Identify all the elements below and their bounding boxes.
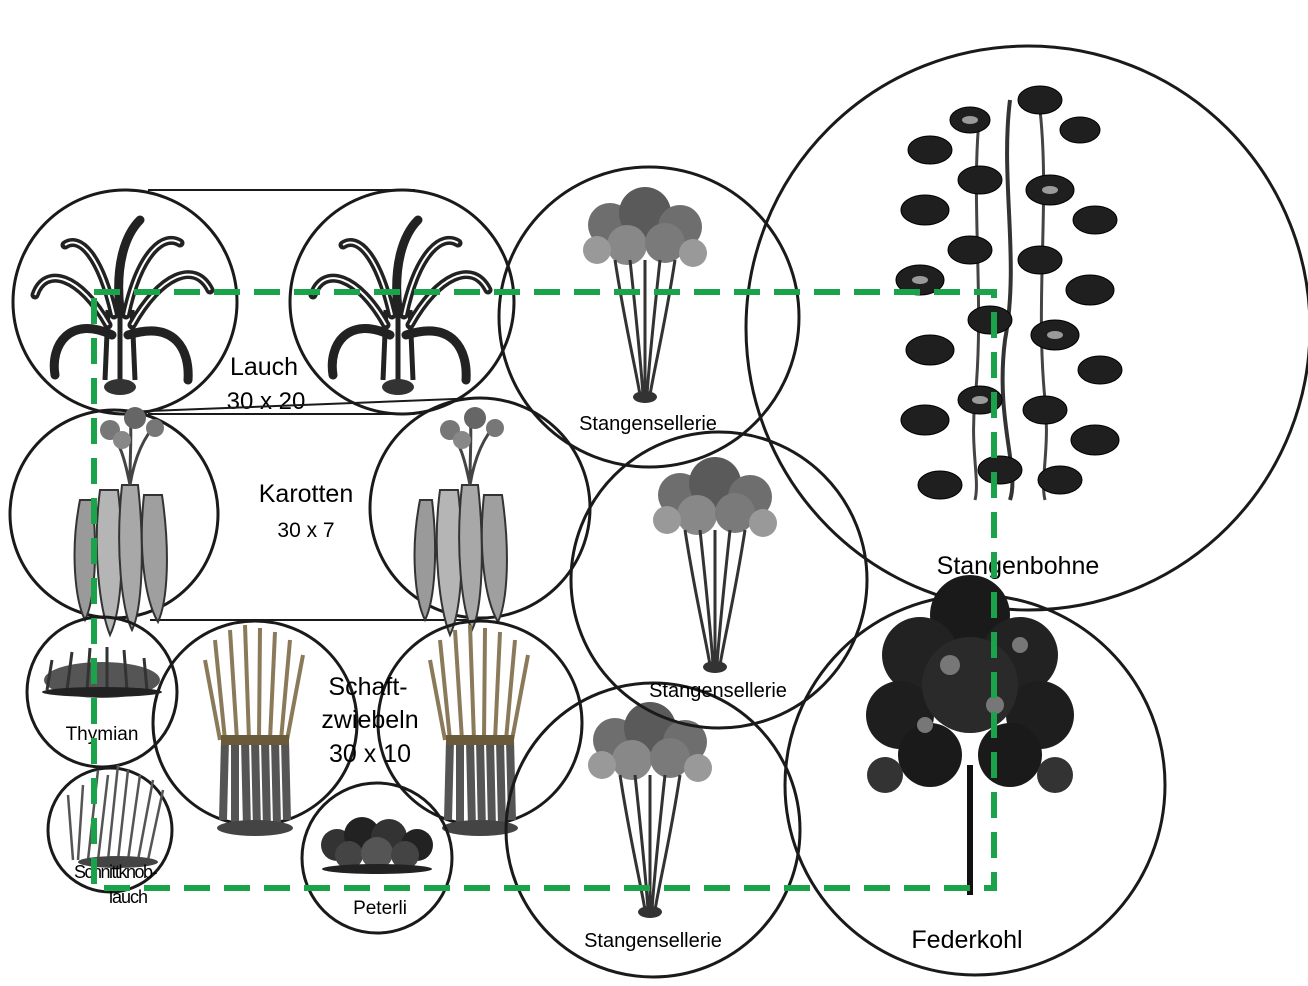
schaftzwiebeln-size: 30 x 10	[329, 740, 411, 768]
stangensellerie-bottom-label: Stangensellerie	[584, 930, 722, 952]
scallion-bundle-icon	[205, 625, 303, 836]
thymian-label: Thymian	[66, 724, 139, 745]
carrot-icon	[415, 407, 507, 635]
bed-outline	[94, 292, 994, 888]
carrot-icon	[75, 407, 167, 635]
celery-icon	[583, 187, 707, 403]
stangensellerie-middle-label: Stangensellerie	[649, 680, 787, 702]
celery-icon	[653, 457, 777, 673]
kale-icon	[866, 575, 1074, 895]
lauch-size: 30 x 20	[227, 388, 306, 415]
schaftzwiebeln-label-1: Schaft-	[328, 673, 407, 701]
stangensellerie-top-group: Stangensellerie	[499, 167, 799, 467]
parsley-icon	[321, 817, 433, 874]
lauch-group: Lauch 30 x 20	[13, 190, 514, 415]
pole-bean-icon	[896, 86, 1122, 500]
scallion-bundle-icon	[430, 625, 528, 836]
federkohl-group: Federkohl	[785, 575, 1165, 975]
stangenbohne-group: Stangenbohne	[746, 46, 1308, 610]
stangenbohne-label: Stangenbohne	[937, 552, 1100, 580]
thymian-group: Thymian	[27, 617, 177, 767]
stangensellerie-bottom-group: Stangensellerie	[506, 683, 800, 977]
stangensellerie-middle-group: Stangensellerie	[571, 432, 867, 728]
karotten-label: Karotten	[259, 480, 354, 508]
peterli-group: Peterli	[302, 783, 452, 933]
federkohl-label: Federkohl	[911, 926, 1022, 954]
karotten-size: 30 x 7	[277, 519, 334, 542]
thyme-icon	[42, 647, 162, 698]
peterli-label: Peterli	[353, 898, 407, 919]
schaftzwiebeln-group: Schaft- zwiebeln 30 x 10	[153, 621, 582, 836]
lauch-label: Lauch	[230, 353, 298, 381]
schaftzwiebeln-label-2: zwiebeln	[321, 706, 418, 734]
leek-icon	[313, 220, 488, 395]
stangensellerie-top-label: Stangensellerie	[579, 413, 717, 435]
leek-icon	[35, 220, 210, 395]
schnittknoblauch-label-1: Schnittknob-	[74, 862, 158, 882]
